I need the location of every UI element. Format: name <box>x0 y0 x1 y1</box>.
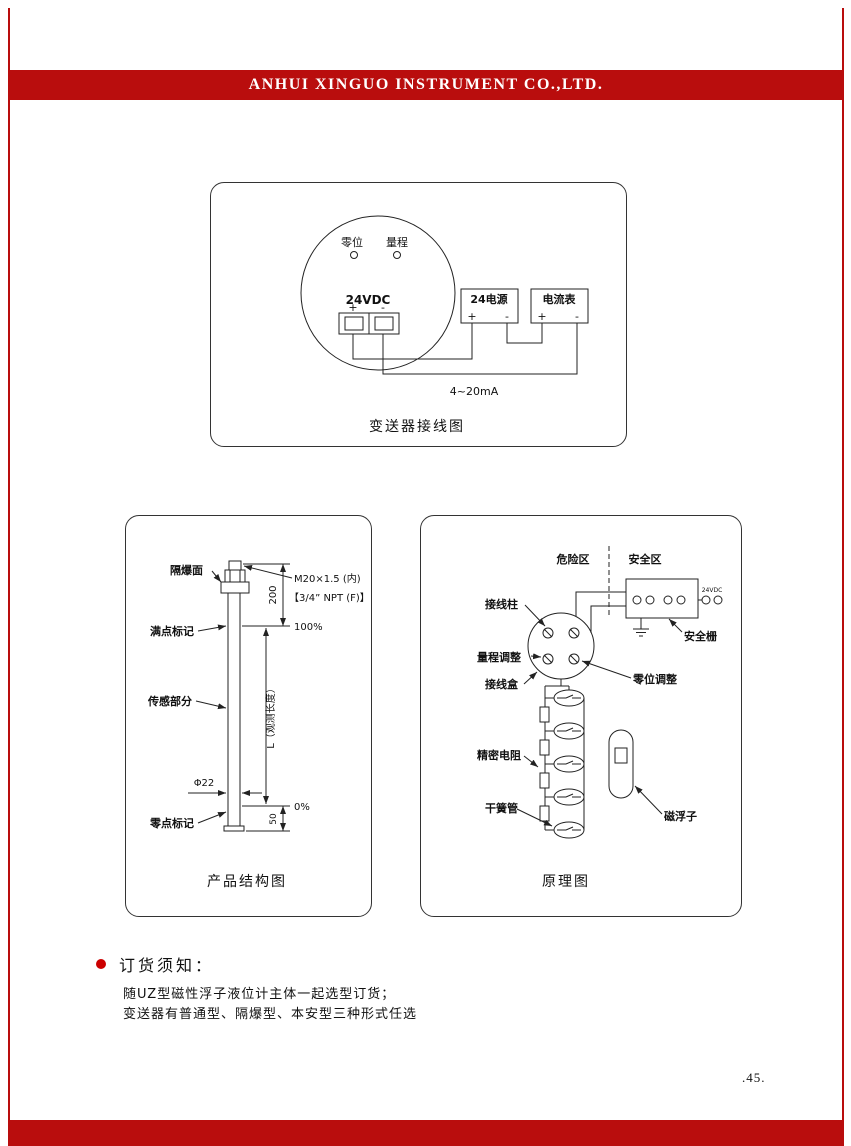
precision-resistor <box>539 772 550 789</box>
footer-bar <box>10 1120 842 1146</box>
page-border-right <box>842 8 844 1146</box>
red-bullet-icon <box>96 959 106 969</box>
transmitter-housing-circle <box>300 215 456 371</box>
precision-resistor-label: 精密电阻 <box>477 748 521 762</box>
thread-m20-label: M20×1.5 (内) <box>294 572 361 585</box>
safety-barrier-label: 安全栅 <box>684 629 717 643</box>
junction-box-circle <box>527 612 595 680</box>
full-mark-label: 满点标记 <box>150 624 194 638</box>
minus-sign: - <box>381 301 385 314</box>
power-supply-label: 24电源 <box>470 292 507 306</box>
length-label: L（观测长度） <box>264 683 277 749</box>
minus-sign: - <box>505 310 509 323</box>
structure-drawing <box>188 560 293 832</box>
page-number: .45. <box>742 1070 766 1085</box>
plus-sign: + <box>467 310 476 323</box>
signal-range-label: 4~20mA <box>450 385 499 398</box>
zero-adjust-screw <box>350 251 358 259</box>
structure-diagram-svg: 隔爆面 M20×1.5 (内) 【3/4” NPT (F)】 200 100% … <box>147 560 369 890</box>
ammeter-label: 电流表 <box>543 292 577 306</box>
minus-sign: - <box>575 310 579 323</box>
precision-resistor <box>539 805 550 822</box>
wiring-caption: 变送器接线图 <box>369 418 465 435</box>
zero-mark-label: 零点标记 <box>149 816 194 830</box>
cable-gland <box>228 560 242 571</box>
order-note-line: 变送器有普通型、隔爆型、本安型三种形式任选 <box>123 1007 418 1022</box>
tube-base <box>223 825 245 832</box>
principle-diagram-box: 危险区 安全区 24VDC 接线柱 量程调整 接线盒 零位调整 安全栅 精密电阻… <box>420 515 742 917</box>
terminal-post-label: 接线柱 <box>485 597 518 611</box>
span-label: 量程 <box>386 236 408 249</box>
page-border-left <box>8 8 10 1146</box>
wire-ammeter-return <box>382 323 578 375</box>
order-notes-title: 订货须知： <box>119 956 215 975</box>
dim-200-label: 200 <box>268 585 279 604</box>
reed-switch <box>553 755 585 773</box>
reed-switch <box>553 821 585 839</box>
order-notes-section: 订货须知： 随UZ型磁性浮子液位计主体一起选型订货； 变送器有普通型、隔爆型、本… <box>96 952 696 1025</box>
principle-drawing <box>516 546 723 839</box>
order-note-line: 随UZ型磁性浮子液位计主体一起选型订货； <box>123 987 396 1002</box>
magnetic-float <box>608 729 634 799</box>
flameproof-label: 隔爆面 <box>170 563 203 577</box>
junction-box-label: 接线盒 <box>485 677 519 691</box>
structure-caption: 产品结构图 <box>207 874 287 890</box>
supply-voltage-label: 24VDC <box>346 293 391 307</box>
thread-npt-label: 【3/4” NPT (F)】 <box>289 592 369 604</box>
header-bar: ANHUI XINGUO INSTRUMENT CO.,LTD. <box>10 70 842 100</box>
reed-switch <box>553 722 585 740</box>
principle-caption: 原理图 <box>542 874 590 890</box>
reed-switch-label: 干簧管 <box>485 801 518 815</box>
wiring-drawing <box>300 215 589 375</box>
reed-switch <box>553 689 585 707</box>
dim-50-label: 50 <box>269 813 279 825</box>
span-adjust-label: 量程调整 <box>477 650 521 664</box>
span-adjust-screw <box>393 251 401 259</box>
plus-sign: + <box>348 301 357 314</box>
pct-100-label: 100% <box>294 622 323 633</box>
magnetic-float-label: 磁浮子 <box>664 809 697 823</box>
precision-resistor <box>539 739 550 756</box>
diameter-label: Φ22 <box>194 778 215 789</box>
wire-supply-plus <box>352 323 473 360</box>
flameproof-housing <box>220 581 250 594</box>
principle-diagram-svg: 危险区 安全区 24VDC 接线柱 量程调整 接线盒 零位调整 安全栅 精密电阻… <box>477 546 723 890</box>
structure-diagram-box: 隔爆面 M20×1.5 (内) 【3/4” NPT (F)】 200 100% … <box>125 515 372 917</box>
plus-sign: + <box>537 310 546 323</box>
danger-zone-label: 危险区 <box>556 552 590 566</box>
wiring-diagram-box: 零位 量程 24VDC + - 24电源 + - 电流表 + - 4~20mA … <box>210 182 627 447</box>
power-supply-box <box>460 288 519 324</box>
barrier-supply-label: 24VDC <box>702 587 723 594</box>
pct-0-label: 0% <box>294 802 310 813</box>
wiring-diagram-svg: 零位 量程 24VDC + - 24电源 + - 电流表 + - 4~20mA … <box>300 215 589 435</box>
zero-label: 零位 <box>341 235 363 249</box>
company-title: ANHUI XINGUO INSTRUMENT CO.,LTD. <box>248 76 604 93</box>
sensor-part-label: 传感部分 <box>147 694 192 708</box>
safe-zone-label: 安全区 <box>629 552 662 566</box>
wire-supply-to-ammeter <box>506 323 543 344</box>
precision-resistor <box>539 706 550 723</box>
ammeter-box <box>530 288 589 324</box>
hex-body <box>224 569 246 583</box>
reed-switch <box>553 788 585 806</box>
sensor-tube <box>227 592 241 827</box>
safety-barrier-box <box>625 578 699 619</box>
zero-adjust-label: 零位调整 <box>632 672 677 686</box>
